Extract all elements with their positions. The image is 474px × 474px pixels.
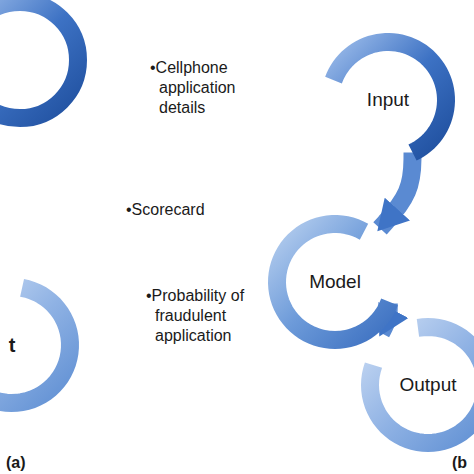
bullet-note: •Probability of fraudulent application xyxy=(146,286,269,346)
stage-name: t xyxy=(9,334,16,357)
cycle-node: t xyxy=(0,275,82,415)
panel-label: (b xyxy=(452,453,474,473)
bullet-note: •Cellphone application details xyxy=(150,58,259,118)
stage-name: Model xyxy=(309,271,361,293)
flow-arrow xyxy=(380,153,413,229)
cycle-ring xyxy=(0,2,78,118)
cycle-node: Model xyxy=(265,212,405,352)
bullet-note: •Scorecard xyxy=(126,200,255,220)
cycle-ring xyxy=(333,42,445,153)
cycle-node: Input xyxy=(318,30,458,170)
cycle-ring xyxy=(370,327,474,443)
cycle-ring xyxy=(277,224,389,340)
stage-name: Input xyxy=(367,89,409,111)
panel-label: (a) xyxy=(6,453,46,473)
stage-name: Output xyxy=(399,374,456,396)
cycle-node: Output xyxy=(358,315,474,455)
cycle-ring xyxy=(0,288,70,403)
